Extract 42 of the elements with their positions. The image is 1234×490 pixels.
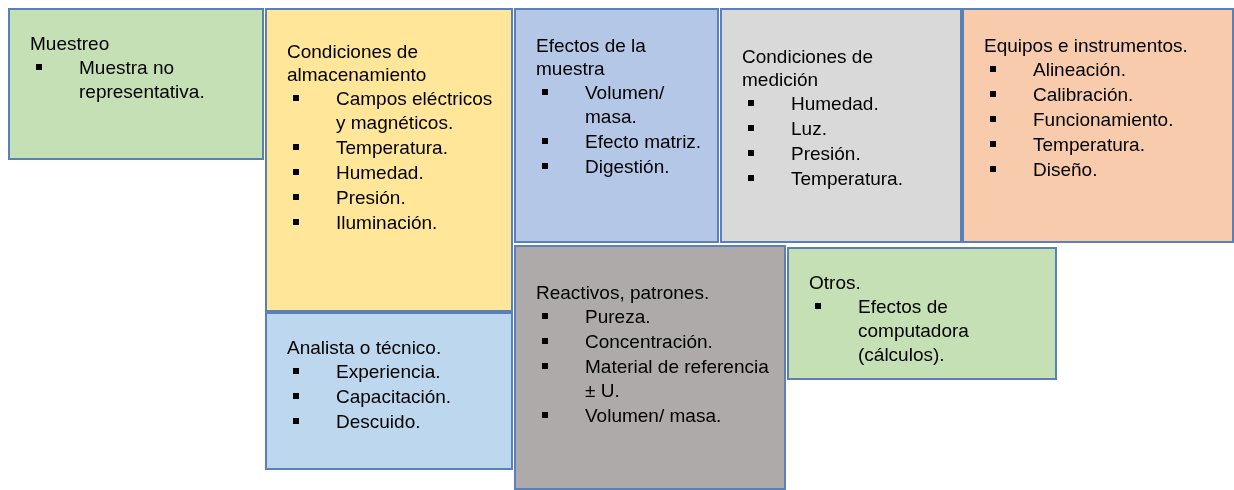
bullet-item: Presión. — [742, 142, 950, 166]
category-box — [720, 8, 962, 243]
category-box — [8, 8, 264, 160]
category-heading: Otros. — [809, 271, 862, 294]
bullet-item: Capacitación. — [287, 385, 501, 409]
bullet-item: Presión. — [287, 186, 501, 210]
category-heading: Efectos de la muestra — [536, 34, 647, 80]
bullet-item: Muestra no representativa. — [30, 56, 252, 104]
bullet-item: Funcionamiento. — [984, 108, 1222, 132]
bullet-item: Iluminación. — [287, 211, 501, 235]
bullet-item: Humedad. — [287, 161, 501, 185]
bullet-item: Efecto matriz. — [536, 130, 707, 154]
bullet-item: Diseño. — [984, 158, 1222, 182]
category-heading: Condiciones de medición — [742, 45, 874, 91]
category-box — [265, 8, 513, 312]
bullet-item: Calibración. — [984, 83, 1222, 107]
bullet-item: Digestión. — [536, 155, 707, 179]
category-box — [787, 247, 1057, 380]
bullet-item: Descuido. — [287, 410, 501, 434]
bullet-item: Luz. — [742, 117, 950, 141]
bullet-item: Concentración. — [536, 330, 774, 354]
bullet-item: Temperatura. — [984, 133, 1222, 157]
category-box — [514, 8, 719, 243]
category-heading: Equipos e instrumentos. — [984, 34, 1189, 57]
bullet-item: Humedad. — [742, 92, 950, 116]
bullet-item: Temperatura. — [287, 136, 501, 160]
category-heading: Muestreo — [30, 32, 111, 55]
bullet-item: Volumen/ masa. — [536, 81, 707, 129]
bullet-item: Temperatura. — [742, 167, 950, 191]
category-box — [514, 245, 786, 490]
category-box — [265, 312, 513, 470]
bullet-item: Pureza. — [536, 305, 774, 329]
bullet-item: Campos eléctricos y magnéticos. — [287, 87, 501, 135]
category-heading: Condiciones de almacenamiento — [287, 40, 428, 86]
category-heading: Reactivos, patrones. — [536, 281, 711, 304]
bullet-item: Volumen/ masa. — [536, 404, 774, 428]
category-box — [962, 8, 1234, 243]
category-heading: Analista o técnico. — [287, 336, 443, 359]
bullet-item: Experiencia. — [287, 360, 501, 384]
bullet-item: Efectos de computadora (cálculos). — [809, 295, 1045, 367]
bullet-item: Alineación. — [984, 58, 1222, 82]
bullet-item: Material de referencia ± U. — [536, 355, 774, 403]
